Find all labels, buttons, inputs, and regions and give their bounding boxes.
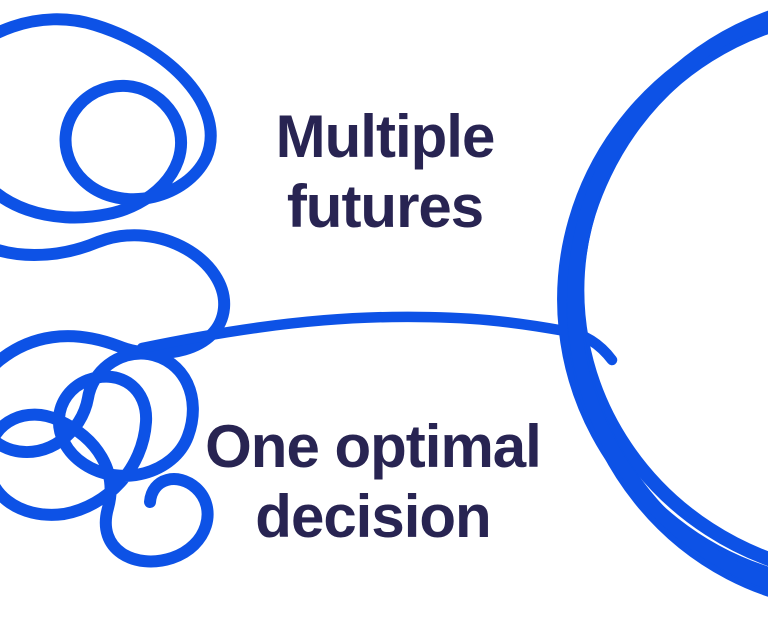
single-path-line-icon	[136, 311, 618, 366]
multiple-futures-label: Multiple futures	[275, 103, 496, 240]
one-optimal-decision-label: One optimal decision	[205, 413, 542, 550]
coiled-circle-icon	[557, 0, 768, 611]
tangle-scribble-icon	[0, 13, 231, 568]
